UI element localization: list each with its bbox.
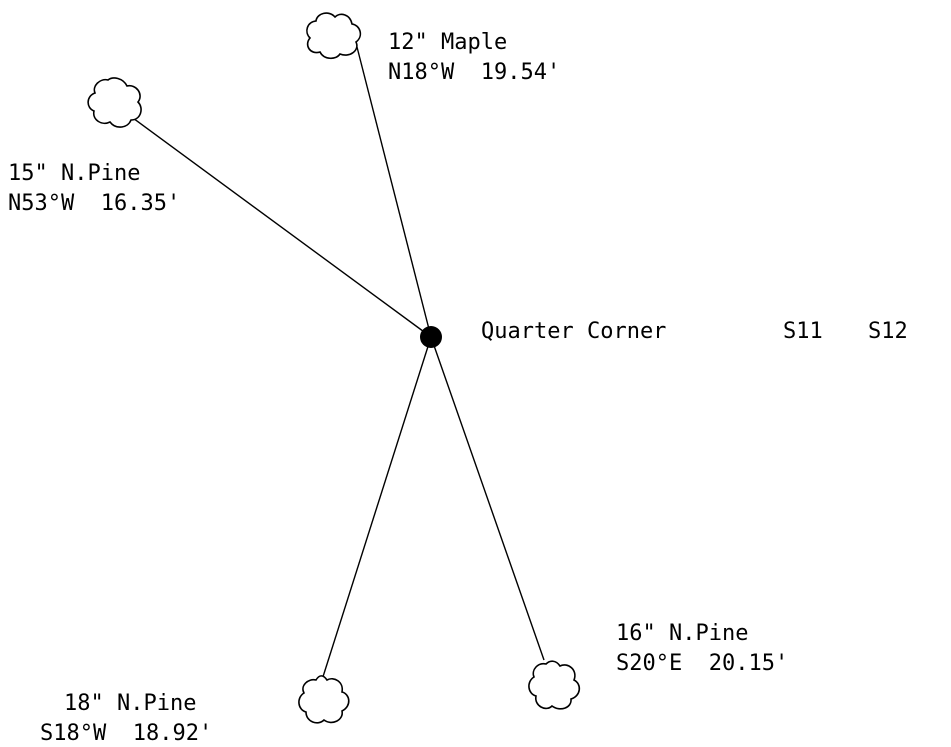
tie-line-pine-15 bbox=[121, 109, 432, 338]
section-label-s11: S11 bbox=[783, 319, 823, 344]
tree-label-pine-15: 15" N.Pine bbox=[8, 161, 140, 186]
tie-line-pine-18 bbox=[320, 336, 432, 684]
tree-icon-pine-15 bbox=[87, 77, 142, 128]
tree-bearing-pine-15: N53°W 16.35' bbox=[8, 191, 180, 216]
tie-line-maple-12 bbox=[356, 46, 432, 338]
corner-label: Quarter Corner bbox=[481, 319, 666, 344]
tree-bearing-pine-18: S18°W 18.92' bbox=[40, 721, 212, 746]
tie-line-pine-16 bbox=[430, 336, 545, 661]
tree-icon-pine-18 bbox=[298, 675, 350, 724]
section-label-s12: S12 bbox=[868, 319, 908, 344]
tree-icon-maple-12 bbox=[306, 12, 362, 60]
tree-label-maple-12: 12" Maple bbox=[388, 30, 507, 55]
tree-bearing-maple-12: N18°W 19.54' bbox=[388, 60, 560, 85]
tree-label-pine-16: 16" N.Pine bbox=[616, 621, 748, 646]
tree-bearing-pine-16: S20°E 20.15' bbox=[616, 651, 788, 676]
tree-label-pine-18: 18" N.Pine bbox=[64, 691, 196, 716]
tree-icon-pine-16 bbox=[528, 660, 581, 710]
corner-marker-icon bbox=[420, 326, 442, 348]
